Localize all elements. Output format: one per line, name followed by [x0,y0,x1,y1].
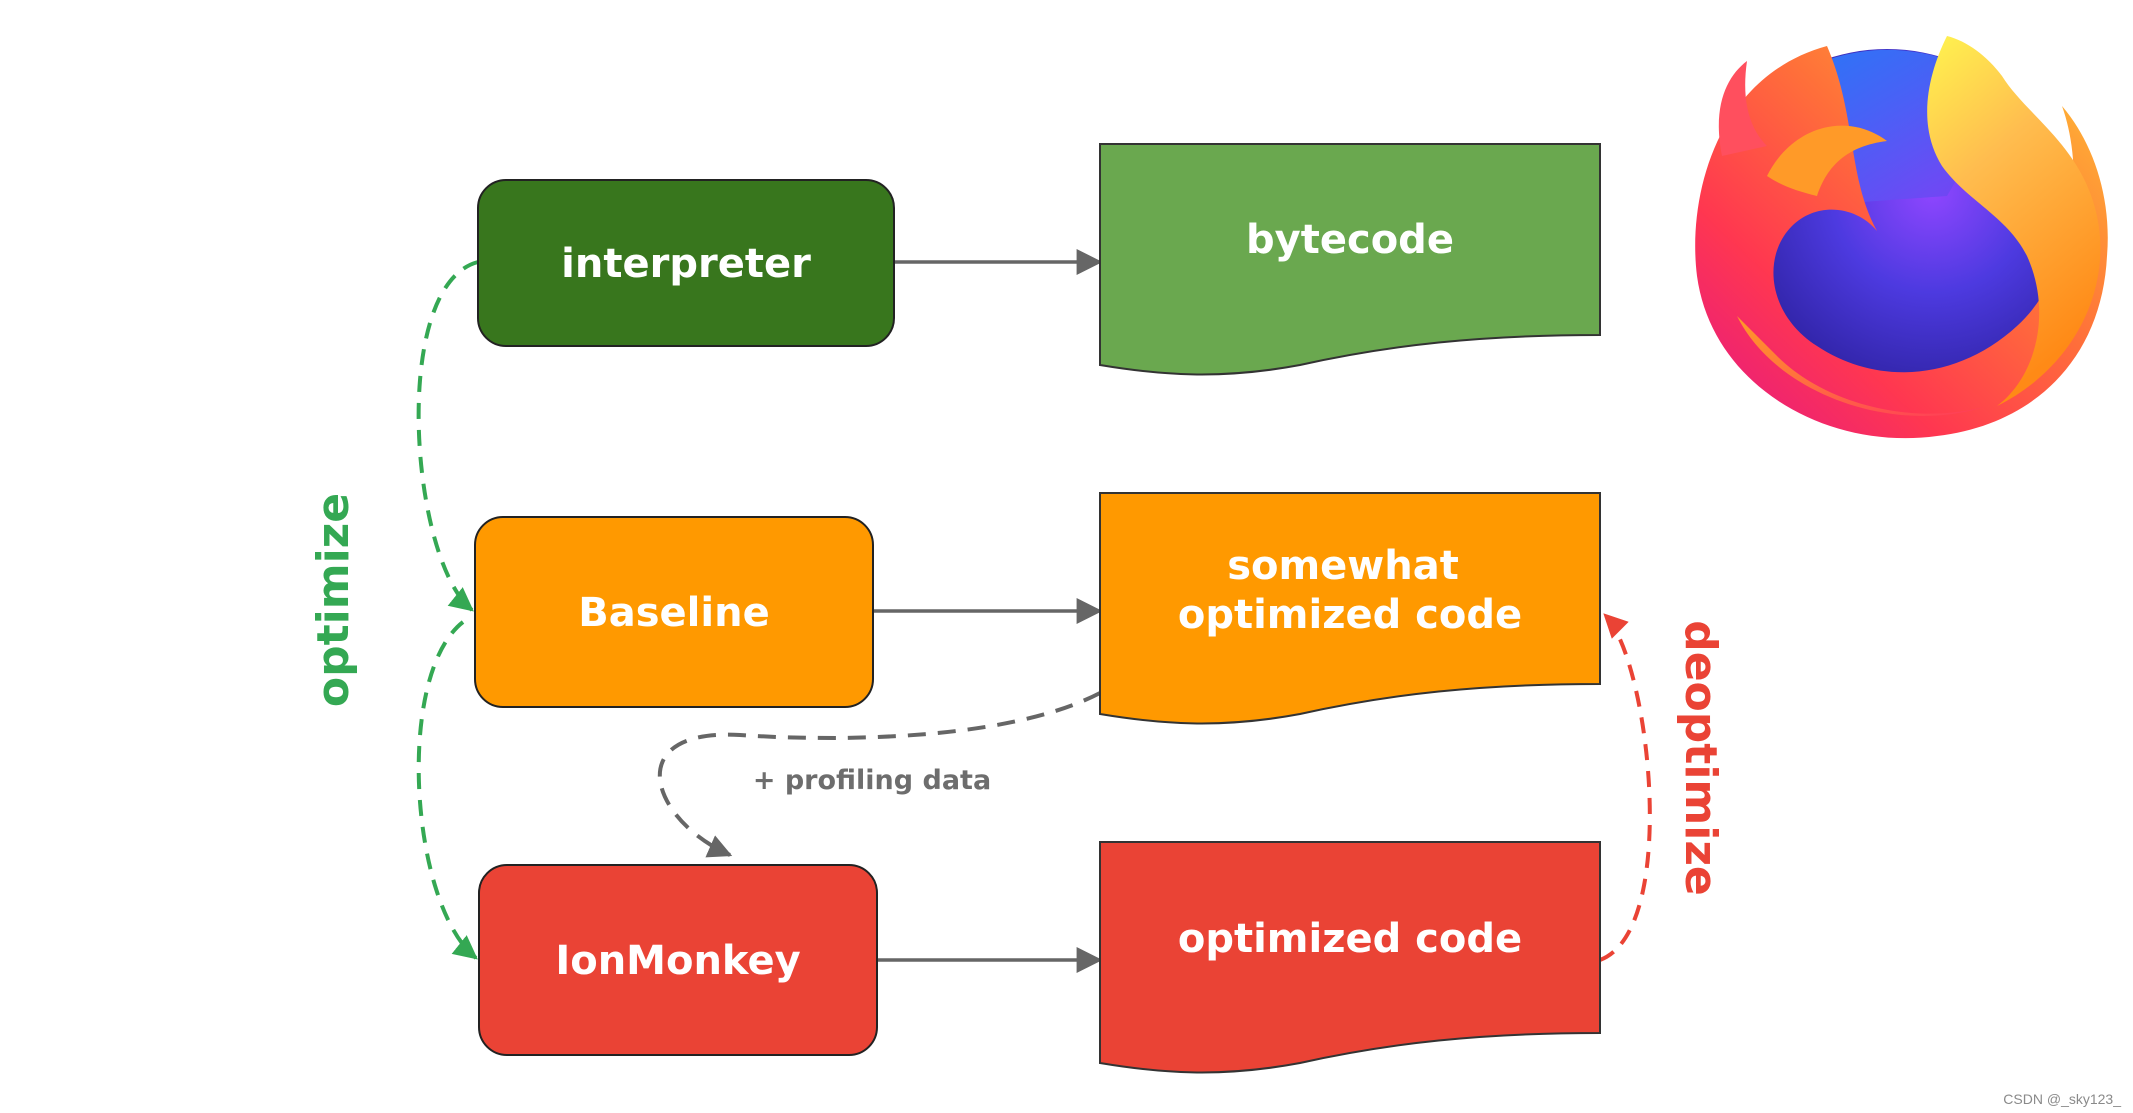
output-optimized-line-1: optimized code [1178,916,1522,962]
output-somewhat-label: somewhat optimized code [1178,543,1522,638]
firefox-logo-icon [1695,36,2108,439]
node-ionmonkey: IonMonkey [478,864,878,1056]
optimize-arrow-interpreter-to-baseline [416,260,479,612]
output-somewhat-line-2: optimized code [1178,592,1522,638]
watermark-text: CSDN @_sky123_ [2003,1091,2121,1107]
node-baseline: Baseline [474,516,874,708]
deoptimize-arrow [1599,613,1652,962]
output-optimized-label: optimized code [1178,916,1522,962]
output-optimized-code: optimized code [1099,841,1601,1074]
optimize-arrow-baseline-to-ionmonkey [416,620,478,960]
output-bytecode-label: bytecode [1246,217,1454,263]
node-baseline-label: Baseline [578,590,769,636]
output-somewhat-line-1: somewhat [1227,543,1459,589]
output-bytecode-line-1: bytecode [1246,217,1454,263]
profiling-data-label: + profiling data [753,765,991,796]
node-interpreter-label: interpreter [561,241,811,287]
optimize-label: optimize [308,493,359,707]
profiling-arrow [658,691,1101,858]
output-bytecode: bytecode [1099,143,1601,376]
node-ionmonkey-label: IonMonkey [555,938,800,984]
deoptimize-label: deoptimize [1675,620,1726,896]
output-somewhat-optimized: somewhat optimized code [1099,492,1601,725]
node-interpreter: interpreter [477,179,895,347]
